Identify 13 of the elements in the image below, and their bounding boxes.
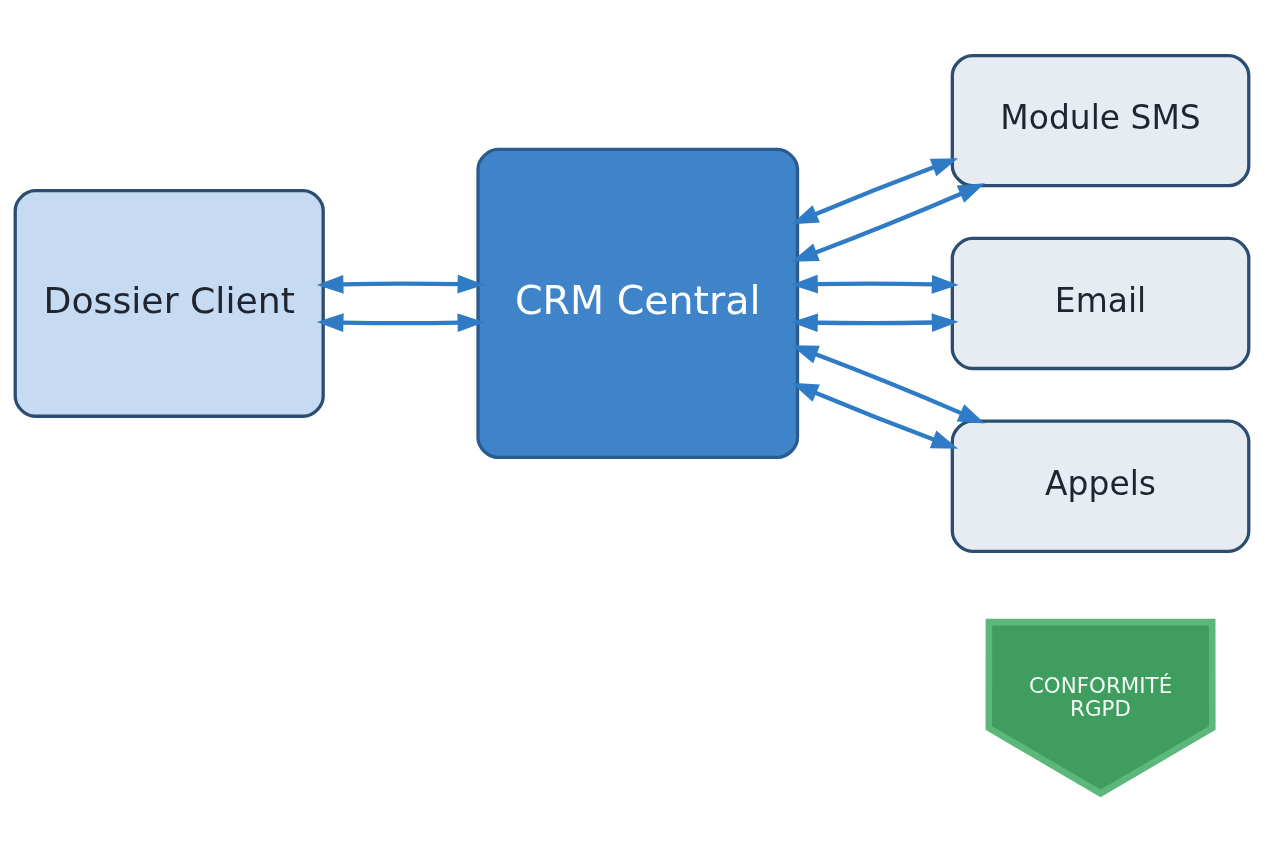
- node-box: Email: [950, 236, 1251, 370]
- arrow: [316, 274, 485, 294]
- arrow: [791, 312, 959, 332]
- arrow: [791, 274, 959, 294]
- arrow: [791, 382, 959, 449]
- node-box: Dossier Client: [13, 188, 325, 418]
- arrow: [791, 157, 959, 224]
- node-box: Appels: [950, 419, 1251, 553]
- node-box: Module SMS: [950, 53, 1251, 187]
- arrow: [791, 182, 985, 262]
- node-box: CRM Central: [476, 147, 800, 459]
- arrow: [791, 344, 985, 424]
- arrow: [316, 312, 485, 332]
